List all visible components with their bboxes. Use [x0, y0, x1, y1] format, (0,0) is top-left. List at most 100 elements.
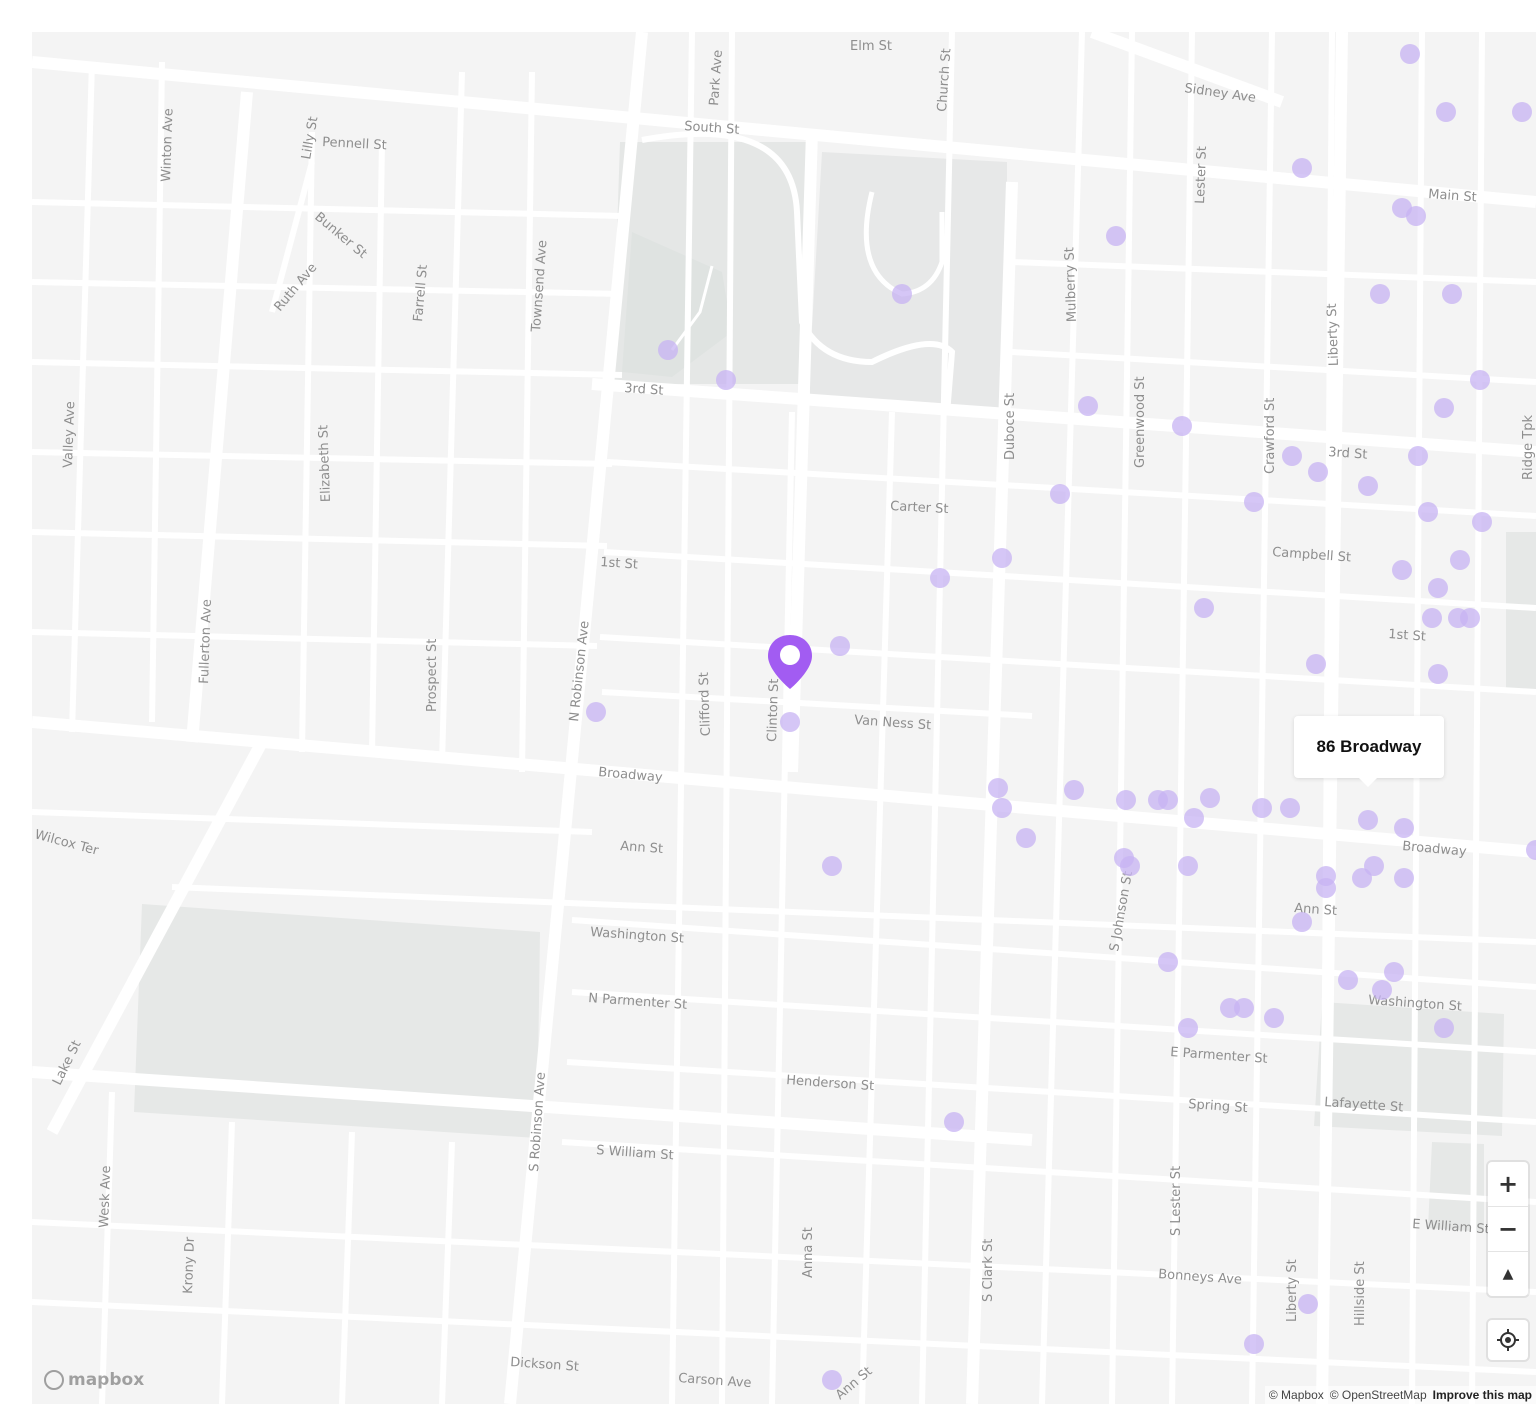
- listing-dot[interactable]: [1434, 398, 1454, 418]
- listing-dot[interactable]: [992, 798, 1012, 818]
- listing-dot[interactable]: [1428, 664, 1448, 684]
- listing-dot[interactable]: [1364, 856, 1384, 876]
- listing-dot[interactable]: [1338, 970, 1358, 990]
- listing-dot[interactable]: [780, 712, 800, 732]
- street-label: Lilly St: [299, 115, 321, 160]
- street-label: Elizabeth St: [316, 425, 334, 503]
- listing-dot[interactable]: [930, 568, 950, 588]
- listing-dot[interactable]: [1244, 1334, 1264, 1354]
- park-area: [1428, 1142, 1484, 1232]
- map-canvas[interactable]: Elm St Sidney Ave South St Pennell St Li…: [32, 32, 1536, 1404]
- listing-dot[interactable]: [1308, 462, 1328, 482]
- street-label: 3rd St: [624, 381, 664, 399]
- listing-dot[interactable]: [1178, 856, 1198, 876]
- listing-dot[interactable]: [716, 370, 736, 390]
- listing-dot[interactable]: [1512, 102, 1532, 122]
- listing-dot[interactable]: [1116, 790, 1136, 810]
- listing-dot[interactable]: [1282, 446, 1302, 466]
- listing-dot[interactable]: [1158, 790, 1178, 810]
- listing-dot[interactable]: [1406, 206, 1426, 226]
- listing-dot[interactable]: [1280, 798, 1300, 818]
- mapbox-logo[interactable]: mapbox: [44, 1368, 144, 1392]
- listing-dots: [586, 44, 1536, 1390]
- park-path: [641, 131, 956, 415]
- listing-dot[interactable]: [822, 1370, 842, 1390]
- street-label: Henderson St: [786, 1073, 875, 1094]
- listing-dot[interactable]: [1234, 998, 1254, 1018]
- street-label: Carter St: [890, 499, 949, 517]
- street-label: N Parmenter St: [588, 991, 688, 1013]
- listing-dot[interactable]: [586, 702, 606, 722]
- listing-dot[interactable]: [1050, 484, 1070, 504]
- compass-button[interactable]: ▲: [1488, 1252, 1528, 1296]
- improve-map-link[interactable]: Improve this map: [1432, 1388, 1532, 1402]
- listing-dot[interactable]: [1298, 1294, 1318, 1314]
- listing-dot[interactable]: [1450, 550, 1470, 570]
- listing-dot[interactable]: [1106, 226, 1126, 246]
- listing-dot[interactable]: [1358, 810, 1378, 830]
- zoom-in-button[interactable]: +: [1488, 1162, 1528, 1207]
- street-label: 3rd St: [1328, 445, 1368, 463]
- map-layer[interactable]: Elm St Sidney Ave South St Pennell St Li…: [32, 32, 1536, 1404]
- listing-dot[interactable]: [1358, 476, 1378, 496]
- listing-dot[interactable]: [1292, 158, 1312, 178]
- address-popup[interactable]: 86 Broadway: [1294, 716, 1444, 787]
- listing-dot[interactable]: [892, 284, 912, 304]
- listing-dot[interactable]: [830, 636, 850, 656]
- listing-dot[interactable]: [1252, 798, 1272, 818]
- listing-dot[interactable]: [1172, 416, 1192, 436]
- listing-dot[interactable]: [1470, 370, 1490, 390]
- street-label: Liberty St: [1325, 303, 1342, 366]
- listing-dot[interactable]: [1194, 598, 1214, 618]
- street-label: S William St: [596, 1143, 674, 1163]
- locate-icon: [1497, 1329, 1519, 1351]
- listing-dot[interactable]: [1526, 840, 1536, 860]
- listing-dot[interactable]: [1408, 446, 1428, 466]
- listing-dot[interactable]: [1200, 788, 1220, 808]
- listing-dot[interactable]: [1472, 512, 1492, 532]
- listing-dot[interactable]: [1392, 560, 1412, 580]
- park-area: [1314, 1002, 1504, 1136]
- listing-dot[interactable]: [1460, 608, 1480, 628]
- listing-dot[interactable]: [1264, 1008, 1284, 1028]
- listing-dot[interactable]: [944, 1112, 964, 1132]
- listing-dot[interactable]: [1400, 44, 1420, 64]
- street-label: Duboce St: [1003, 393, 1018, 460]
- listing-dot[interactable]: [1372, 980, 1392, 1000]
- mapbox-logo-text: mapbox: [68, 1370, 145, 1390]
- listing-dot[interactable]: [822, 856, 842, 876]
- listing-dot[interactable]: [1394, 818, 1414, 838]
- street-label: Campbell St: [1272, 545, 1352, 565]
- listing-dot[interactable]: [1316, 878, 1336, 898]
- listing-dot[interactable]: [1016, 828, 1036, 848]
- listing-dot[interactable]: [1120, 856, 1140, 876]
- listing-dot[interactable]: [1442, 284, 1462, 304]
- listing-dot[interactable]: [1394, 868, 1414, 888]
- listing-dot[interactable]: [1244, 492, 1264, 512]
- street-label: Church St: [935, 48, 954, 112]
- listing-dot[interactable]: [1064, 780, 1084, 800]
- listing-dot[interactable]: [988, 778, 1008, 798]
- listing-dot[interactable]: [1436, 102, 1456, 122]
- listing-dot[interactable]: [1078, 396, 1098, 416]
- attribution-osm[interactable]: © OpenStreetMap: [1329, 1388, 1427, 1402]
- listing-dot[interactable]: [1422, 608, 1442, 628]
- listing-dot[interactable]: [1384, 962, 1404, 982]
- geolocate-button[interactable]: [1488, 1320, 1528, 1360]
- street-label: E William St: [1412, 1217, 1490, 1237]
- listing-dot[interactable]: [1434, 1018, 1454, 1038]
- listing-dot[interactable]: [1418, 502, 1438, 522]
- listing-dot[interactable]: [1220, 998, 1240, 1018]
- listing-dot[interactable]: [658, 340, 678, 360]
- listing-dot[interactable]: [1370, 284, 1390, 304]
- listing-dot[interactable]: [1178, 1018, 1198, 1038]
- attribution-mapbox[interactable]: © Mapbox: [1268, 1388, 1324, 1402]
- listing-dot[interactable]: [992, 548, 1012, 568]
- zoom-out-button[interactable]: −: [1488, 1207, 1528, 1252]
- listing-dot[interactable]: [1428, 578, 1448, 598]
- listing-dot[interactable]: [1158, 952, 1178, 972]
- location-marker[interactable]: [768, 635, 812, 689]
- listing-dot[interactable]: [1292, 912, 1312, 932]
- listing-dot[interactable]: [1184, 808, 1204, 828]
- listing-dot[interactable]: [1306, 654, 1326, 674]
